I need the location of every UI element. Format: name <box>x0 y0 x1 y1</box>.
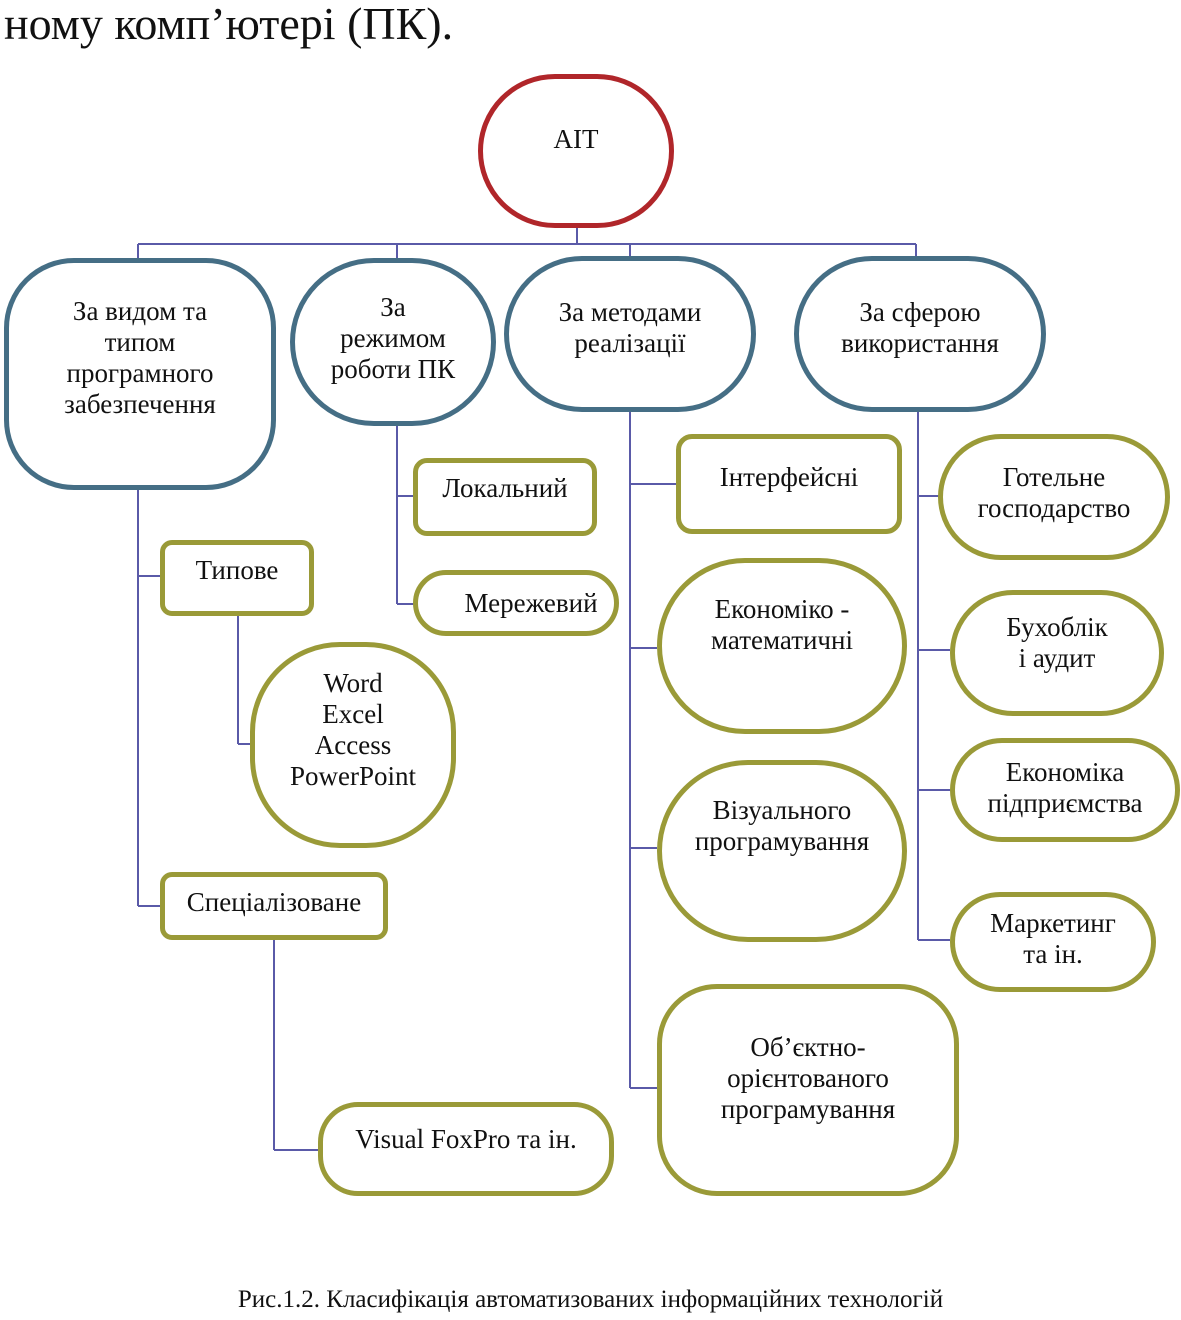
category-methods: За методами реалізації <box>504 256 756 412</box>
method-econ-math: Економіко - математичні <box>657 558 907 734</box>
method-visual-programming: Візуального програмування <box>657 760 907 942</box>
sphere-marketing: Маркетинг та ін. <box>950 892 1156 992</box>
software-typical: Типове <box>160 540 314 616</box>
figure-caption: Рис.1.2. Класифікація автоматизованих ін… <box>237 1286 944 1313</box>
sphere-enterprise-economics: Економіка підприємства <box>950 738 1180 842</box>
top-text: ному комп’ютері (ПК). <box>4 0 454 49</box>
pc-mode-local: Локальний <box>413 458 597 536</box>
software-specialized: Спеціалізоване <box>160 872 388 940</box>
sphere-hotel: Готельне господарство <box>938 434 1170 560</box>
category-pc-mode: За режимом роботи ПК <box>290 258 496 426</box>
method-oop: Об’єктно- орієнтованого програмування <box>657 984 959 1196</box>
software-specialized-items: Visual FoxPro та ін. <box>318 1102 614 1196</box>
software-typical-items: Word Excel Access PowerPoint <box>250 642 456 848</box>
method-interface: Інтерфейсні <box>676 434 902 534</box>
root-node: АІТ <box>478 74 674 228</box>
sphere-accounting: Бухоблік і аудит <box>950 590 1164 716</box>
pc-mode-network: Мережевий <box>413 570 619 636</box>
category-software: За видом та типом програмного забезпечен… <box>4 258 276 490</box>
category-spheres: За сферою використання <box>794 256 1046 412</box>
